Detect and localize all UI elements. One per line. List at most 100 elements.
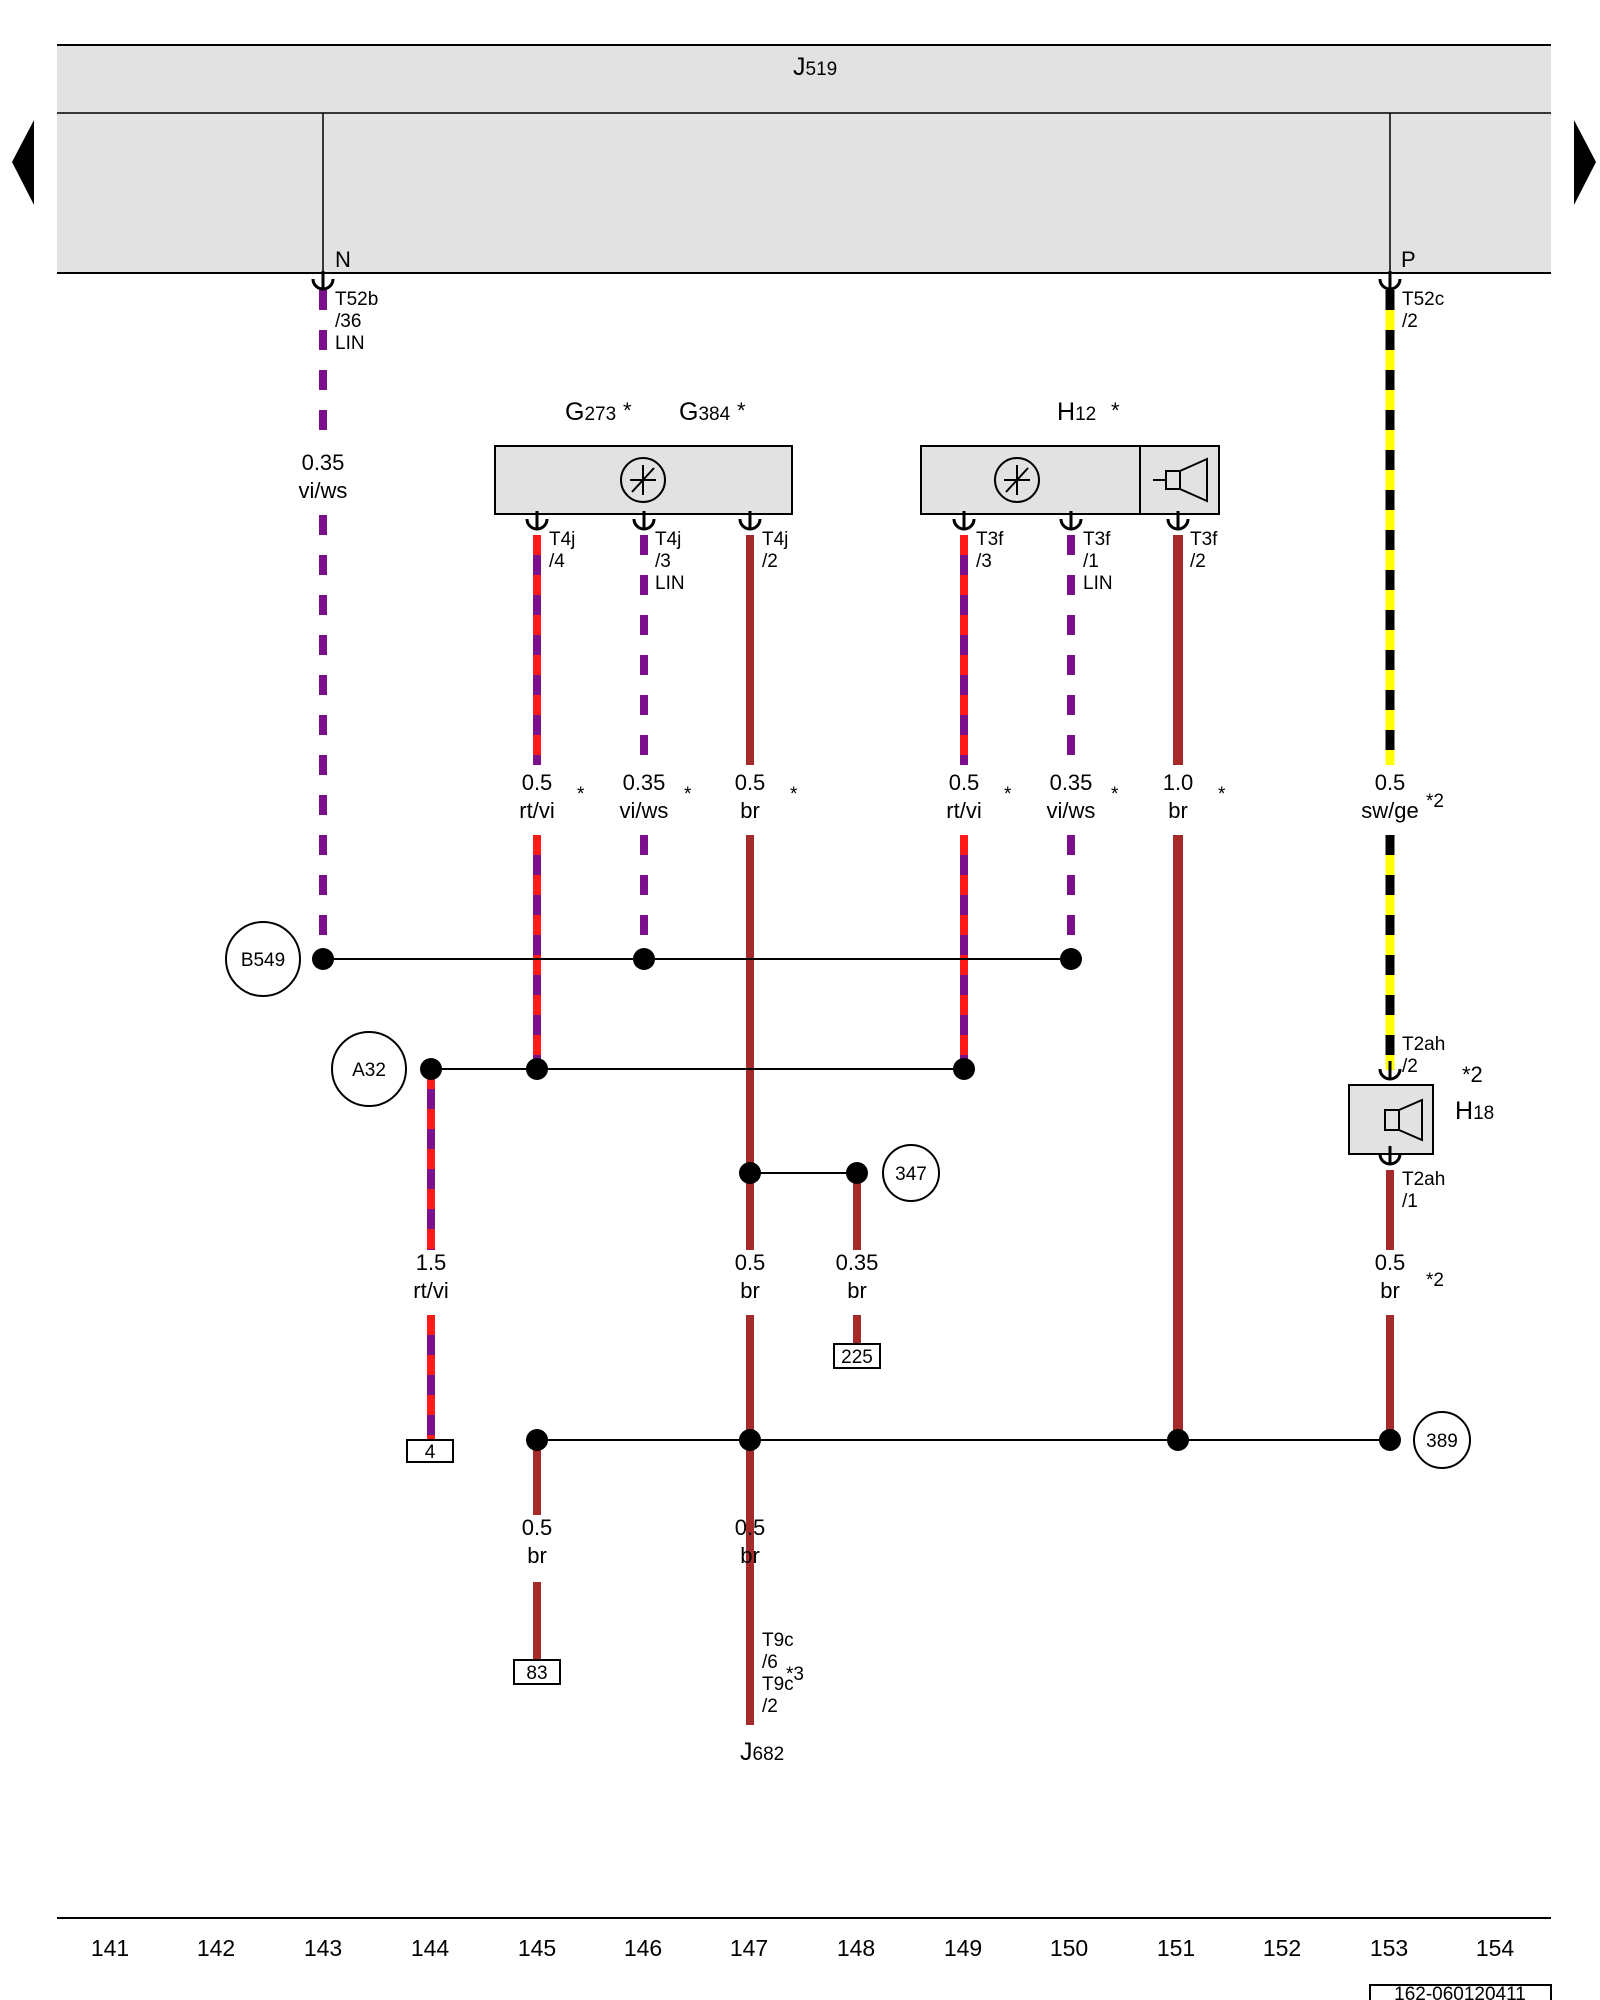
wire-size: 1.5 <box>416 1250 447 1275</box>
reference-83[interactable]: 83 <box>513 1659 561 1685</box>
g273-name: G <box>565 398 584 426</box>
terminal-t3f-2: T3f/2 <box>1190 529 1218 572</box>
connection-a32-label: A32 <box>352 1060 386 1081</box>
track-number: 143 <box>304 1935 342 1961</box>
wire-size: 0.5 <box>522 770 553 795</box>
current-track-scale: 141 142 143 144 145 146 147 148 149 150 … <box>57 1917 1551 1961</box>
t3f1-l3: LIN <box>1083 573 1113 594</box>
reference-4[interactable]: 4 <box>406 1439 454 1463</box>
g273-sub: 273 <box>584 404 616 425</box>
t4j4-l1: T4j <box>549 529 575 550</box>
wire-color: br <box>740 1278 760 1303</box>
t4j3-l1: T4j <box>655 529 681 550</box>
wire-mark: * <box>1218 784 1226 805</box>
t2ah2-l2: /2 <box>1402 1056 1418 1077</box>
junction-dot <box>526 1058 548 1080</box>
wire-size: 0.5 <box>735 1250 766 1275</box>
wire-size: 0.5 <box>735 770 766 795</box>
h18-horn-icon-cone <box>1398 1098 1423 1142</box>
connection-b549-circle <box>225 921 301 997</box>
wire-mark: *2 <box>1426 1270 1444 1291</box>
junction-dot <box>1379 1429 1401 1451</box>
sensor-box-h12: H12 * <box>920 398 1220 515</box>
wire-size: 0.5 <box>1375 770 1406 795</box>
track-number: 148 <box>837 1935 875 1961</box>
track-number: 150 <box>1050 1935 1088 1961</box>
terminal-t4j-4: T4j/4 <box>549 529 575 572</box>
component-g273-label: G273 <box>565 398 616 426</box>
t3f1-l2: /1 <box>1083 551 1099 572</box>
g384-sub: 384 <box>698 404 730 425</box>
t4j2-l2: /2 <box>762 551 778 572</box>
component-h12-label: H12 <box>1057 398 1096 426</box>
t9c-l4: /2 <box>762 1696 778 1717</box>
connection-347-label: 347 <box>895 1164 927 1185</box>
connection-389-label: 389 <box>1426 1431 1458 1452</box>
wire-color: rt/vi <box>946 798 981 823</box>
arrow-right-icon[interactable] <box>1574 120 1596 205</box>
h12-name: H <box>1057 398 1075 426</box>
track-number: 153 <box>1370 1935 1408 1961</box>
h18-box <box>1348 1084 1434 1155</box>
h18-mark: *2 <box>1462 1062 1483 1087</box>
connection-a32[interactable]: A32 <box>331 1031 407 1107</box>
h12-box <box>920 445 1220 515</box>
wire-size: 0.5 <box>1375 1250 1406 1275</box>
component-h18-label: H18 <box>1455 1097 1494 1125</box>
reference-83-box <box>513 1659 561 1685</box>
wire-color: vi/ws <box>299 478 348 503</box>
t4j3-l3: LIN <box>655 573 685 594</box>
connection-347[interactable]: 347 <box>882 1144 940 1202</box>
track-number: 151 <box>1157 1935 1195 1961</box>
wire-color: vi/ws <box>620 798 669 823</box>
junction-dot <box>420 1058 442 1080</box>
horn-h18: H18 *2 <box>1348 1062 1494 1155</box>
control-unit-label: J519 <box>793 53 837 81</box>
track-number: 142 <box>197 1935 235 1961</box>
wire-mark: * <box>577 784 585 805</box>
track-number: 144 <box>411 1935 450 1961</box>
control-unit-name: J <box>793 53 806 81</box>
reference-225-label: 225 <box>841 1347 873 1368</box>
t9c-l2: /6 <box>762 1652 778 1673</box>
junction-dot <box>1167 1429 1189 1451</box>
sensor-box-g273-g384: G273 * G384 * <box>494 398 793 515</box>
wire-size: 0.5 <box>949 770 980 795</box>
component-g384-label: G384 <box>679 398 731 426</box>
junction-dot <box>953 1058 975 1080</box>
connection-b549[interactable]: B549 <box>225 921 301 997</box>
t4j3-l2: /3 <box>655 551 671 572</box>
horn-icon-cone <box>1179 457 1208 503</box>
reference-225-box <box>833 1343 881 1369</box>
connection-347-circle <box>882 1144 940 1202</box>
wire-mark: * <box>684 784 692 805</box>
wire-mark: * <box>1111 784 1119 805</box>
wire-size: 1.0 <box>1163 770 1194 795</box>
t52b-l2: /36 <box>335 311 361 332</box>
diagram-id-frame <box>1369 1984 1552 2000</box>
arrow-left-icon[interactable] <box>12 120 34 205</box>
wire-color: rt/vi <box>519 798 554 823</box>
h12-mark: * <box>1111 398 1120 423</box>
wire-mark: *2 <box>1426 791 1444 812</box>
track-number: 146 <box>624 1935 662 1961</box>
reference-4-label: 4 <box>425 1442 436 1463</box>
pin-p-label: P <box>1401 247 1416 272</box>
track-number: 154 <box>1476 1935 1515 1961</box>
connection-389[interactable]: 389 <box>1413 1411 1471 1469</box>
t2ah2-l1: T2ah <box>1402 1034 1445 1055</box>
diagram-id-box: 162-060120411 <box>1369 1984 1552 2000</box>
connector-layer <box>311 271 1402 1451</box>
t4j4-l2: /4 <box>549 551 565 572</box>
wire-size: 0.5 <box>522 1515 553 1540</box>
track-number: 152 <box>1263 1935 1301 1961</box>
wire-color: rt/vi <box>413 1278 448 1303</box>
connection-a32-circle <box>331 1031 407 1107</box>
pin-n-label: N <box>335 247 351 272</box>
reference-225[interactable]: 225 <box>833 1343 881 1369</box>
